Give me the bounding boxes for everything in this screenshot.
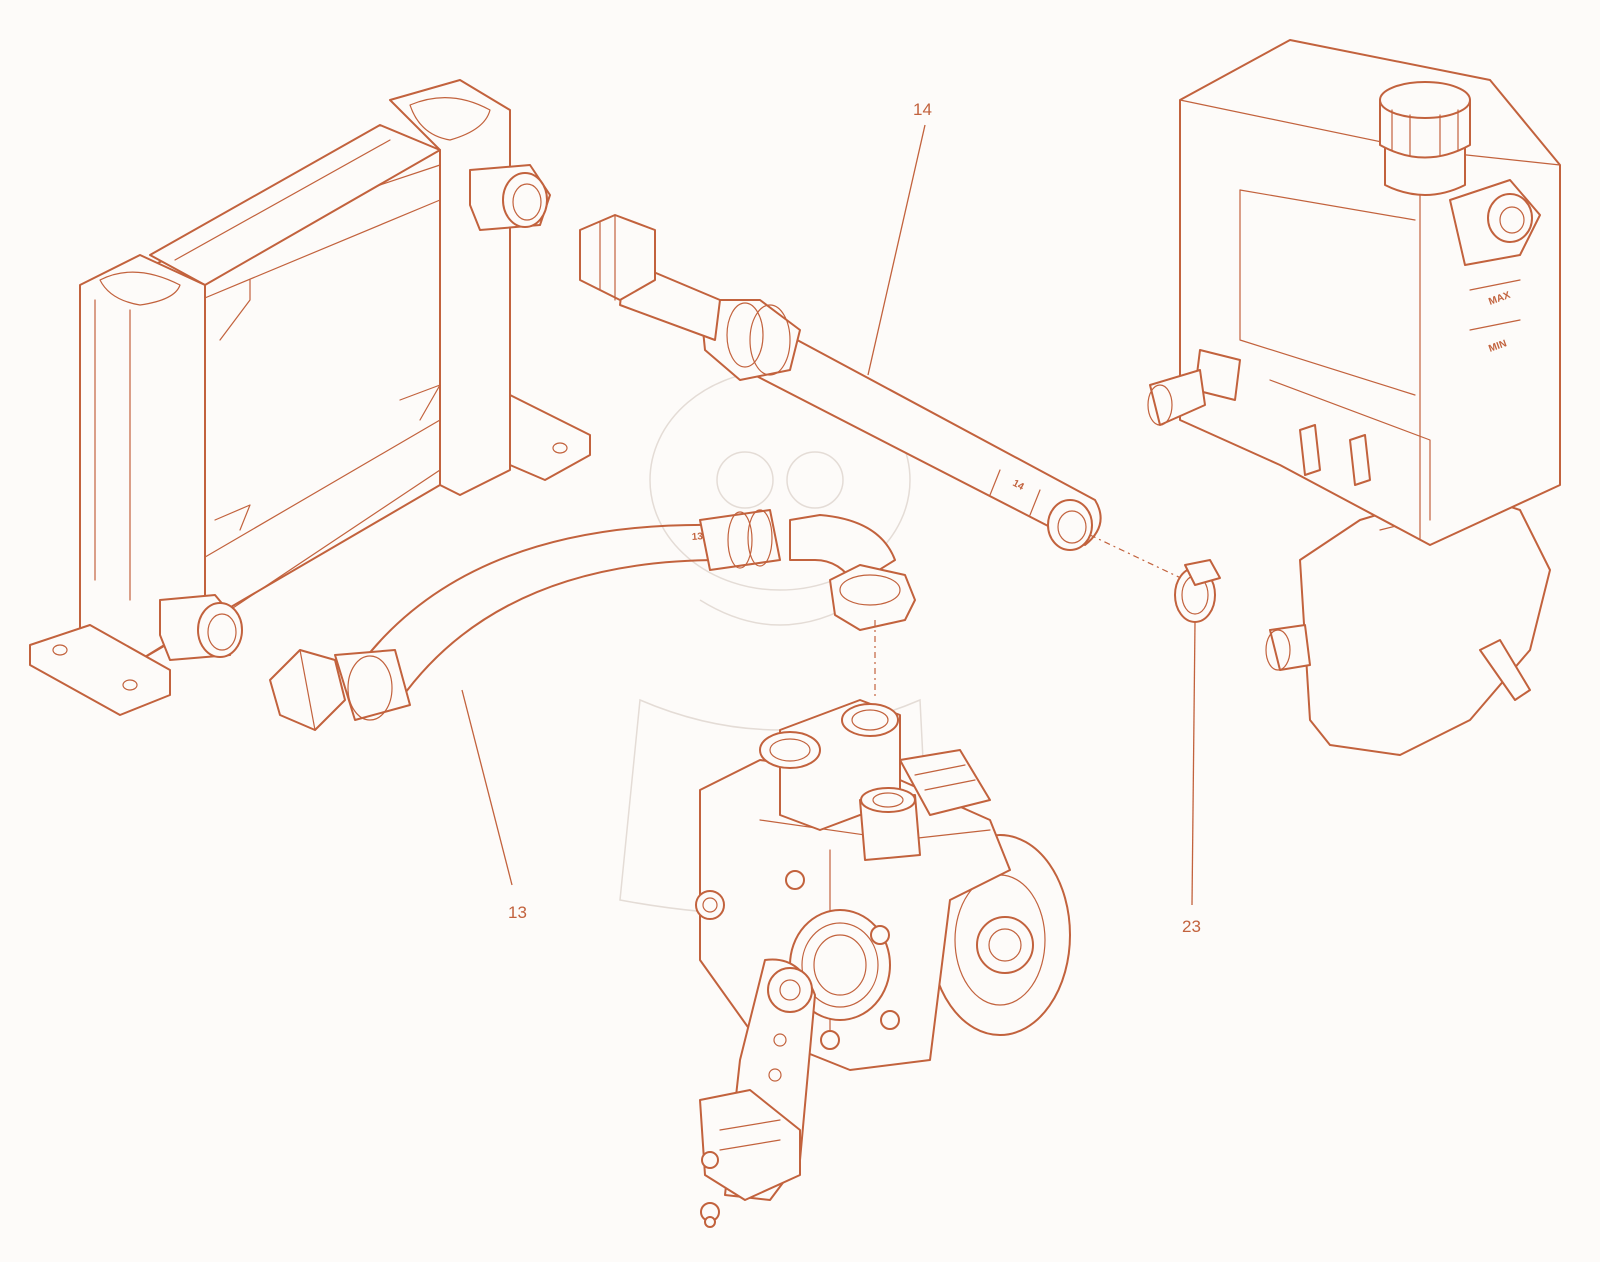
hose-clamp bbox=[1174, 559, 1221, 623]
hose-14-marking: 14 bbox=[1011, 478, 1026, 493]
callout-13-label: 13 bbox=[508, 903, 527, 922]
oil-tank: MAX MIN bbox=[1147, 39, 1561, 756]
oil-cooler bbox=[29, 79, 591, 716]
callout-14-label: 14 bbox=[913, 100, 932, 119]
callout-14: 14 bbox=[867, 100, 932, 376]
callout-13: 13 bbox=[461, 689, 527, 922]
hydraulic-pump bbox=[695, 699, 1071, 1228]
hose-13: 13 bbox=[269, 509, 916, 731]
hose-13-marking: 13 bbox=[691, 531, 703, 543]
hose-14: 14 bbox=[579, 214, 1102, 551]
callout-23-label: 23 bbox=[1182, 917, 1201, 936]
assembly-line-14 bbox=[1089, 534, 1186, 581]
callout-23: 23 bbox=[1182, 621, 1201, 936]
